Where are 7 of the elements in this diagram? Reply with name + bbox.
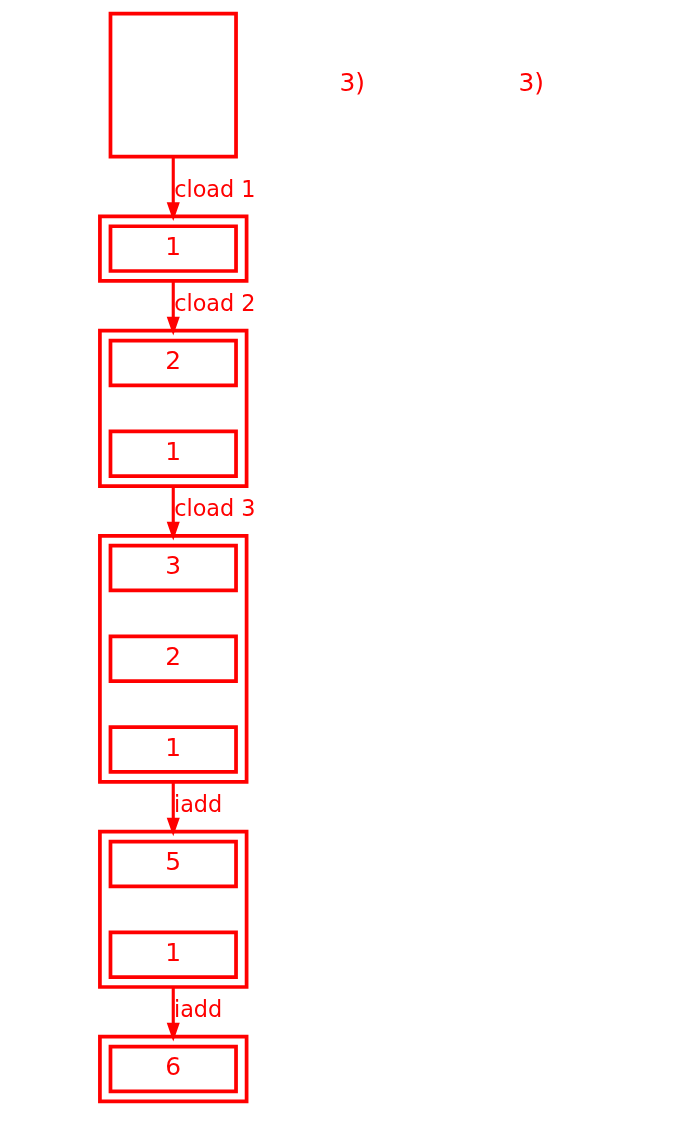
label: 3) [518, 68, 545, 98]
edge-label: cload 3 [174, 495, 256, 522]
edge-label: cload 1 [174, 175, 256, 202]
edge-label: iadd [173, 996, 223, 1023]
label: 3) [339, 68, 366, 98]
edge-label: cload 2 [174, 290, 256, 317]
edge-label: iadd [173, 791, 223, 818]
